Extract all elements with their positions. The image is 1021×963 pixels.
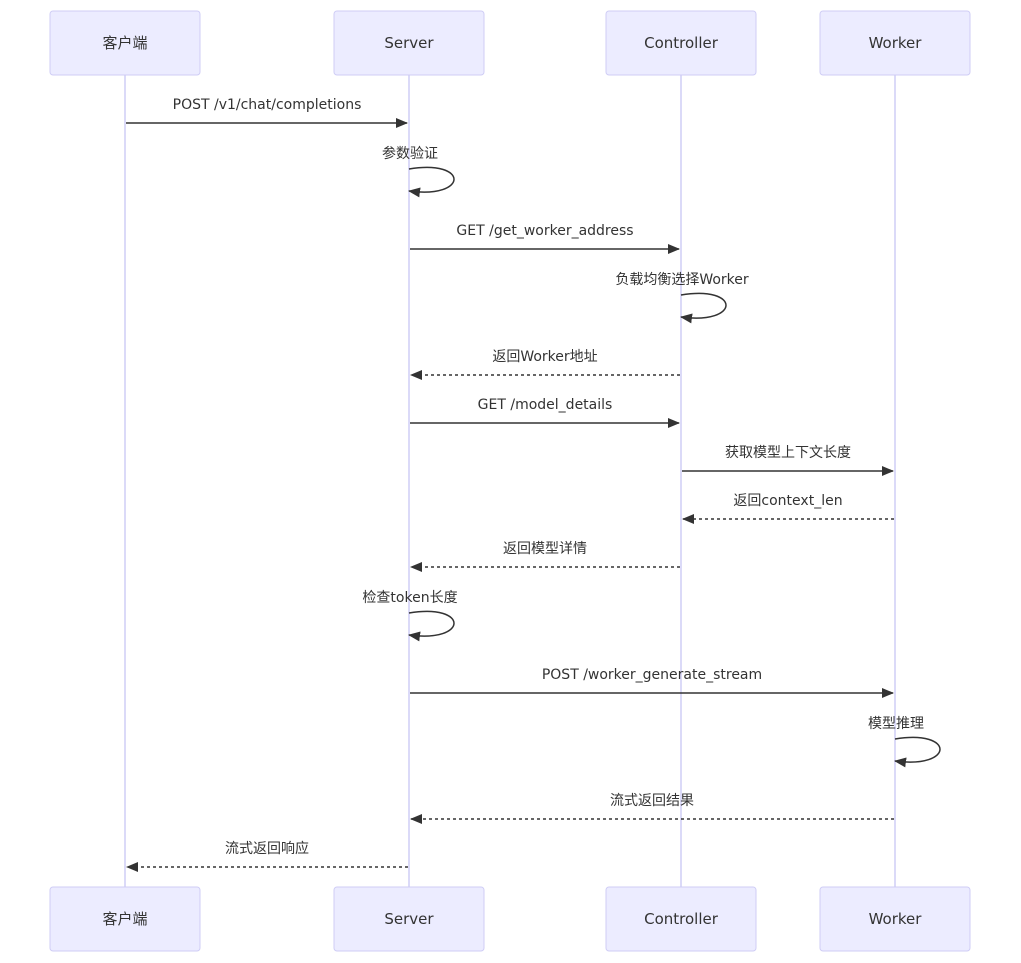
self-loop-arrow <box>680 292 727 324</box>
message-5: 返回Worker地址 <box>410 349 680 380</box>
self-loop-arrow <box>408 610 455 642</box>
message-4: 负载均衡选择Worker <box>615 272 749 324</box>
actor-label: Controller <box>644 34 719 52</box>
message-9: 返回模型详情 <box>410 541 680 572</box>
actor-label: Server <box>384 34 434 52</box>
message-label: 模型推理 <box>868 716 924 732</box>
actor-box <box>819 10 971 76</box>
actor-worker-top: Worker <box>819 10 971 76</box>
message-7: 获取模型上下文长度 <box>682 445 894 476</box>
message-6: GET /model_details <box>410 397 680 428</box>
actor-label: Controller <box>644 910 719 928</box>
self-loop-arrow <box>894 736 941 768</box>
message-10: 检查token长度 <box>362 590 458 642</box>
actor-client-top: 客户端 <box>49 10 201 76</box>
message-label: 参数验证 <box>382 145 438 162</box>
message-12: 模型推理 <box>868 716 941 768</box>
self-loop-arrow <box>408 166 455 198</box>
message-label: POST /worker_generate_stream <box>542 667 762 683</box>
message-label: 负载均衡选择Worker <box>615 272 749 288</box>
message-label: 检查token长度 <box>362 590 457 606</box>
actor-box <box>819 886 971 952</box>
message-3: GET /get_worker_address <box>410 223 680 254</box>
actor-worker-bottom: Worker <box>819 886 971 952</box>
message-label: 返回context_len <box>733 493 842 509</box>
message-label: GET /get_worker_address <box>456 223 633 239</box>
actor-server-top: Server <box>333 10 485 76</box>
actor-server-bottom: Server <box>333 886 485 952</box>
actor-label: 客户端 <box>102 910 147 928</box>
message-14: 流式返回响应 <box>126 840 408 872</box>
message-2: 参数验证 <box>382 145 455 198</box>
actor-box <box>605 10 757 76</box>
actor-label: Worker <box>869 910 923 928</box>
message-label: 返回Worker地址 <box>492 349 597 365</box>
actor-box <box>333 10 485 76</box>
message-11: POST /worker_generate_stream <box>410 667 894 698</box>
message-8: 返回context_len <box>682 493 894 524</box>
actor-box <box>49 10 201 76</box>
actor-controller-top: Controller <box>605 10 757 76</box>
message-1: POST /v1/chat/completions <box>126 97 408 128</box>
actor-box <box>605 886 757 952</box>
actor-client-bottom: 客户端 <box>49 886 201 952</box>
message-13: 流式返回结果 <box>410 793 894 824</box>
message-label: 流式返回响应 <box>225 840 309 857</box>
actor-label: Server <box>384 910 434 928</box>
actor-box <box>333 886 485 952</box>
actor-box <box>49 886 201 952</box>
actor-controller-bottom: Controller <box>605 886 757 952</box>
actor-label: 客户端 <box>102 34 147 52</box>
message-label: 流式返回结果 <box>610 793 694 809</box>
message-label: 返回模型详情 <box>503 541 587 557</box>
message-label: GET /model_details <box>478 397 613 413</box>
message-label: POST /v1/chat/completions <box>173 97 362 113</box>
message-label: 获取模型上下文长度 <box>725 445 851 461</box>
actor-label: Worker <box>869 34 923 52</box>
